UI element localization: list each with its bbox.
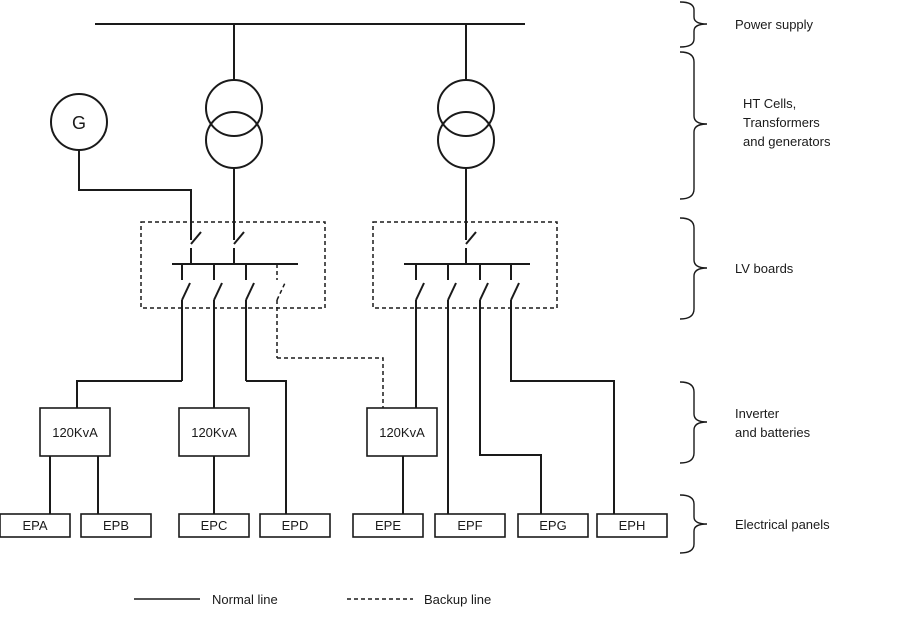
lv-board-2 xyxy=(372,221,615,514)
brace-ht-cells-icon xyxy=(679,51,708,200)
level-ht-cells-line-1: HT Cells, xyxy=(743,96,796,111)
panel-epf-label: EPF xyxy=(457,518,482,533)
transformer-1-secondary-coil-icon xyxy=(205,111,263,169)
inverter-3: 120KvA xyxy=(366,407,438,457)
level-ht-cells-line-2: Transformers xyxy=(743,115,820,130)
panel-epc: EPC xyxy=(178,513,250,538)
lv-board-1-backup-feeder xyxy=(276,264,286,358)
panel-epa: EPA xyxy=(0,513,71,538)
panel-epa-label: EPA xyxy=(22,518,47,533)
panel-epd: EPD xyxy=(259,513,331,538)
inverter-3-label: 120KvA xyxy=(379,425,425,440)
legend: Normal line Backup line xyxy=(134,592,491,607)
transformer-1-primary-coil-icon xyxy=(205,79,263,137)
level-inverter-line-1: Inverter xyxy=(735,406,780,421)
lv-board-2-feeder-4 xyxy=(510,264,615,514)
lv-board-2-enclosure xyxy=(372,221,558,309)
transformer-2-primary-coil-icon xyxy=(437,79,495,137)
panel-epg-label: EPG xyxy=(539,518,566,533)
generator-label: G xyxy=(72,113,86,133)
transformer-1 xyxy=(205,24,263,230)
brace-power-supply-icon xyxy=(679,1,708,48)
lv-board-1-feeder-3 xyxy=(245,264,255,381)
panel-epf: EPF xyxy=(434,513,506,538)
feeder-to-inverter-1 xyxy=(76,380,182,408)
panel-epe: EPE xyxy=(352,513,424,538)
inverter-2: 120KvA xyxy=(178,407,250,457)
level-lv-boards: LV boards xyxy=(735,261,794,276)
brace-panels-icon xyxy=(679,494,708,554)
brace-inverter-icon xyxy=(679,381,708,464)
panel-epe-label: EPE xyxy=(375,518,401,533)
generator: G xyxy=(50,93,192,230)
panel-epb: EPB xyxy=(80,513,152,538)
level-inverter-line-2: and batteries xyxy=(735,425,811,440)
level-power-supply: Power supply xyxy=(735,17,814,32)
panel-epc-label: EPC xyxy=(201,518,228,533)
level-electrical-panels: Electrical panels xyxy=(735,517,830,532)
panel-eph-label: EPH xyxy=(619,518,646,533)
legend-normal-line-label: Normal line xyxy=(212,592,278,607)
panel-epg: EPG xyxy=(517,513,589,538)
legend-backup-line-label: Backup line xyxy=(424,592,491,607)
level-ht-cells-line-3: and generators xyxy=(743,134,831,149)
lv-board-2-feeder-1 xyxy=(415,264,425,408)
inverter-1-label: 120KvA xyxy=(52,425,98,440)
panel-epd-label: EPD xyxy=(282,518,309,533)
brace-lv-boards-icon xyxy=(679,217,708,320)
transformer-2 xyxy=(437,24,495,230)
feeder-to-epd xyxy=(246,380,287,514)
backup-feeder-to-inverter-3 xyxy=(277,357,384,408)
lv-board-2-feeder-2 xyxy=(447,264,457,514)
inverter-1: 120KvA xyxy=(39,407,111,457)
lv-board-2-feeder-3 xyxy=(479,264,542,514)
lv-board-1-feeder-1 xyxy=(181,264,191,381)
lv-board-1-feeder-2 xyxy=(213,264,223,408)
panel-epb-label: EPB xyxy=(103,518,129,533)
inverter-2-label: 120KvA xyxy=(191,425,237,440)
lv-board-1-enclosure xyxy=(140,221,326,309)
panel-eph: EPH xyxy=(596,513,668,538)
transformer-2-secondary-coil-icon xyxy=(437,111,495,169)
lv-board-1 xyxy=(140,221,326,408)
